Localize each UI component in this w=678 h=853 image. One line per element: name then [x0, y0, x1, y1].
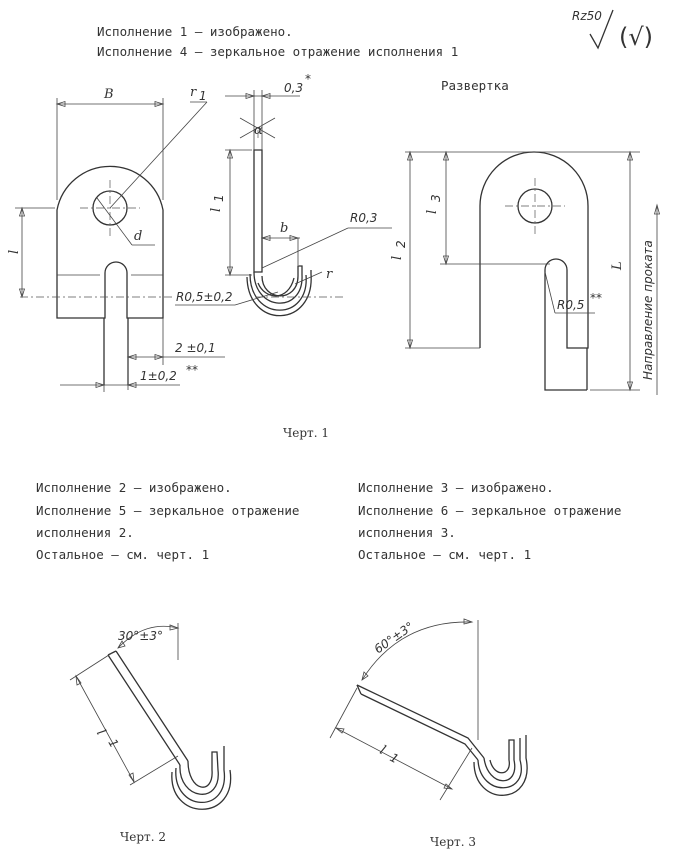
dim-l: l — [7, 250, 22, 254]
dim-alpha: α — [254, 123, 263, 138]
roughness-paren: (√) — [619, 23, 653, 51]
dim-R03: R0,3 — [350, 211, 377, 225]
dim-r1: r — [190, 85, 197, 100]
dim-R05: R0,5±0,2 — [176, 290, 233, 304]
variant-1-note: Исполнение 1 – изображено. — [97, 24, 293, 39]
fig2-caption: Черт. 2 — [120, 830, 166, 844]
dim-l1: l — [209, 208, 224, 212]
fig3-angle: 60°±3° — [372, 619, 417, 656]
roughness-symbol: Rz50 (√) — [572, 9, 653, 51]
fig3-l1-sub: 1 — [388, 750, 401, 766]
rolling-direction-label: Направление проката — [641, 240, 655, 380]
dim-d: d — [134, 229, 142, 244]
roughness-value: Rz50 — [572, 9, 602, 23]
razvertka-label: Развертка — [441, 78, 509, 93]
rest-see-fig1-right: Остальное – см. черт. 1 — [358, 547, 532, 562]
fig1-development: l 2 l 3 L Направление проката R0,5 ** — [390, 150, 661, 395]
variant-3-note: Исполнение 3 – изображено. — [358, 480, 554, 495]
fig1-side-view: 0,3 * α l 1 b R0,3 r R0,5±0,2 — [175, 72, 392, 317]
fig3-l1: l — [377, 743, 388, 758]
dim-R05b-stars: ** — [590, 291, 602, 305]
dim-l2: l — [390, 256, 405, 260]
fig1-caption: Черт. 1 — [283, 426, 329, 440]
variant-4-note: Исполнение 4 – зеркальное отражение испо… — [97, 44, 459, 59]
dim-t03: 0,3 — [284, 81, 303, 95]
fig1-front-view: B r 1 d l 2 ±0,1 1±0,2 ** — [7, 85, 225, 392]
dim-L: L — [610, 261, 625, 271]
fig2-l1: l — [93, 727, 108, 738]
dim-B: B — [103, 87, 114, 102]
dim-r: r — [326, 267, 333, 282]
dim-r1-sub: 1 — [199, 89, 207, 103]
variant-6-note: Исполнение 6 – зеркальное отражение — [358, 503, 622, 518]
fig2-l1-sub: 1 — [105, 737, 121, 751]
variant-6-note-cont: исполнения 3. — [358, 525, 456, 540]
fig2-angle: 30°±3° — [118, 629, 163, 643]
dim-l3-sub: 3 — [429, 194, 443, 202]
dim-t03-star: * — [305, 72, 311, 86]
variant-2-note: Исполнение 2 – изображено. — [36, 480, 232, 495]
dim-2: 2 ±0,1 — [175, 341, 216, 355]
dim-1-stars: ** — [186, 363, 198, 377]
fig3-drawing: 60°±3° l 1 — [329, 618, 528, 801]
fig3-caption: Черт. 3 — [430, 835, 476, 849]
dim-l1-sub: 1 — [212, 194, 226, 202]
variant-5-note-cont: исполнения 2. — [36, 525, 134, 540]
roughness-check-icon — [589, 9, 614, 50]
rest-see-fig1-left: Остальное – см. черт. 1 — [36, 547, 210, 562]
dim-b: b — [280, 221, 288, 236]
dim-l3: l — [425, 210, 440, 214]
fig2-drawing: 30°±3° l 1 — [69, 623, 232, 810]
variant-5-note: Исполнение 5 – зеркальное отражение — [36, 503, 300, 518]
dim-1: 1±0,2 — [140, 369, 177, 383]
dim-R05b: R0,5 — [557, 298, 584, 312]
dim-l2-sub: 2 — [394, 240, 408, 248]
